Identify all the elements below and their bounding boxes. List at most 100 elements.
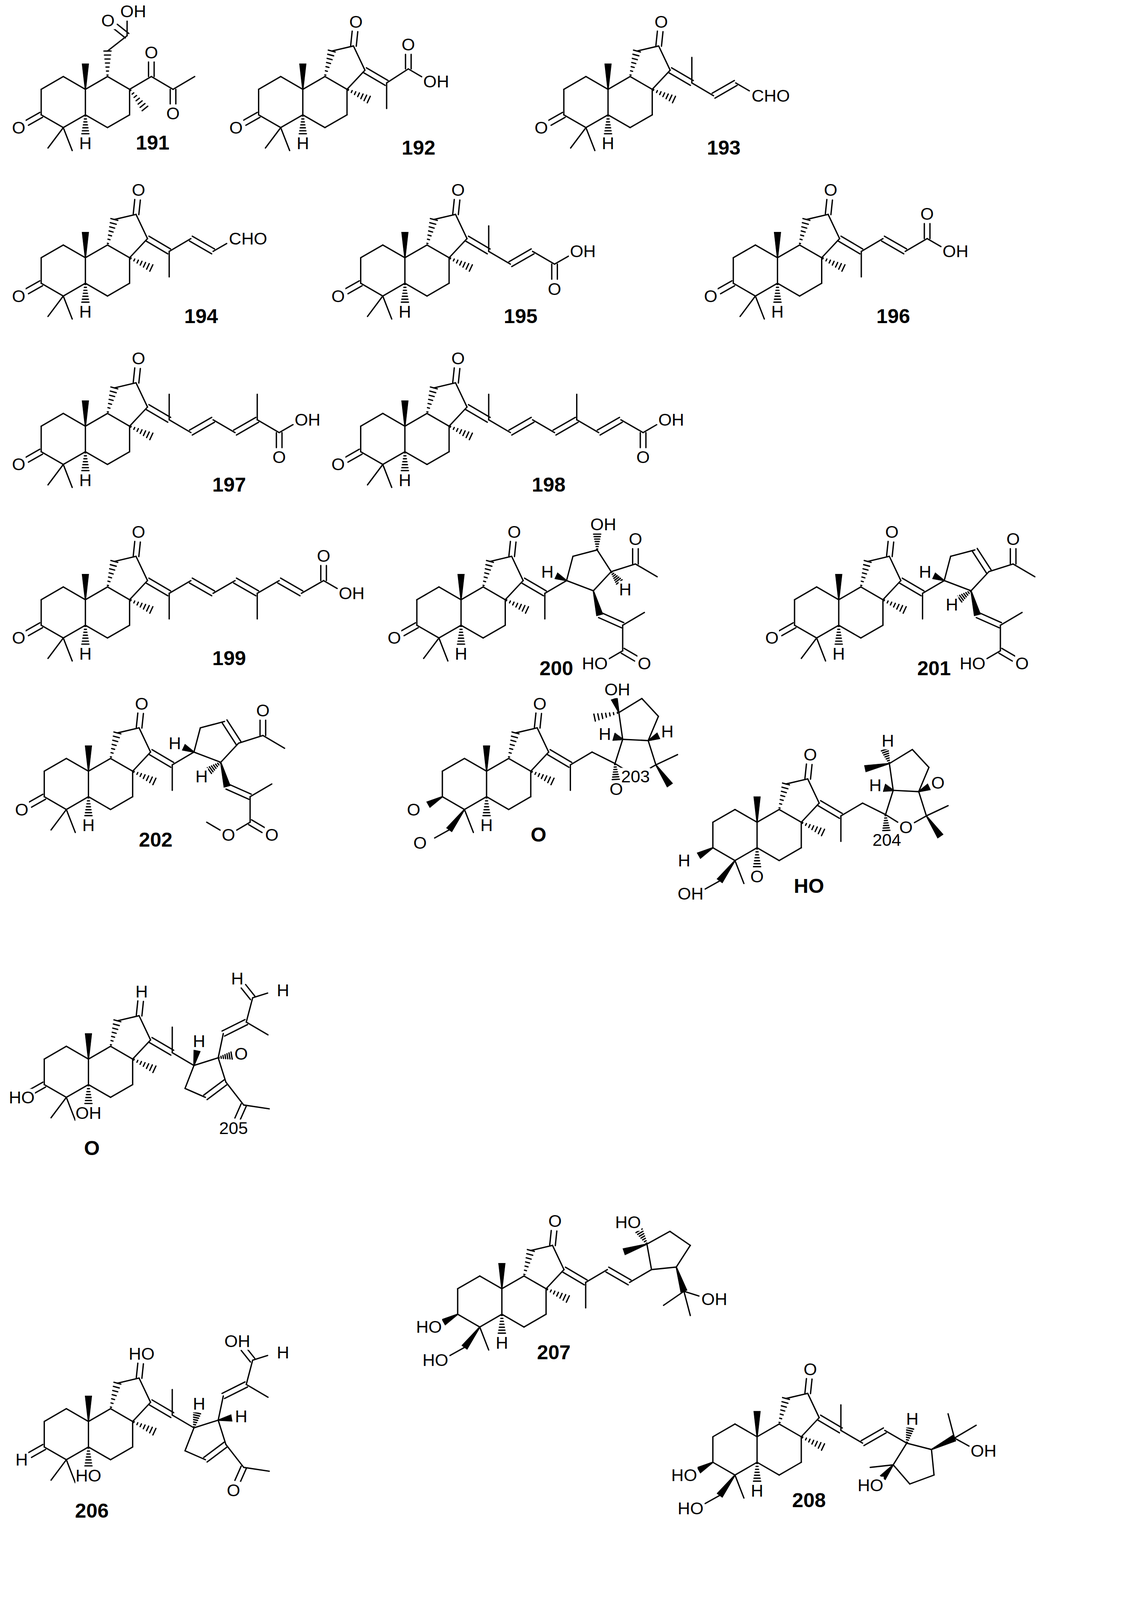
chemical-bond xyxy=(189,578,215,596)
atom-label-holder: O xyxy=(413,834,428,852)
atom-label-holder: O xyxy=(547,1212,563,1230)
chemical-bond xyxy=(277,578,303,596)
atom-label: H xyxy=(398,471,412,490)
atom-label-holder: O xyxy=(316,547,331,565)
chemical-bond xyxy=(363,67,388,86)
chemical-bond xyxy=(243,1467,270,1472)
chemical-bond xyxy=(87,1421,90,1448)
chemical-bond xyxy=(840,1405,842,1431)
chemical-bond xyxy=(570,127,586,149)
chemical-bond xyxy=(114,382,137,388)
chemical-bond xyxy=(552,417,578,435)
chemical-bond xyxy=(450,257,473,272)
chemical-bond xyxy=(43,1059,45,1085)
chemical-bond xyxy=(630,50,641,76)
chemical-bond xyxy=(193,1050,201,1066)
chemical-bond xyxy=(713,1462,736,1475)
atom-label: O xyxy=(255,701,271,719)
chemical-bond xyxy=(501,1288,503,1315)
chemical-bond xyxy=(41,625,64,638)
chemical-bond xyxy=(794,625,817,638)
chemical-bond xyxy=(110,1447,133,1460)
chemical-bond xyxy=(44,1046,67,1059)
chemical-bond xyxy=(793,599,795,626)
chemical-bond xyxy=(114,214,137,220)
chemical-bond xyxy=(712,1436,714,1463)
chemical-bond xyxy=(81,452,90,471)
chemical-bond xyxy=(213,243,227,252)
chemical-bond xyxy=(734,847,758,861)
compound-number-holder: 197 xyxy=(211,474,247,495)
atom-label: O xyxy=(507,523,522,541)
atom-label-holder: OH xyxy=(700,1290,728,1308)
chemical-bond xyxy=(562,1267,587,1285)
chemical-bond xyxy=(906,1427,914,1443)
chemical-bond xyxy=(426,413,450,427)
chemical-bond xyxy=(755,296,765,320)
chemical-bond xyxy=(757,809,780,823)
atom-label: 204 xyxy=(871,831,902,849)
chemical-bond xyxy=(107,114,130,128)
chemical-bond xyxy=(621,648,638,661)
chemical-bond xyxy=(128,426,131,452)
chemical-bond xyxy=(777,244,800,258)
chemical-bond xyxy=(63,451,86,465)
chemical-bond xyxy=(861,1428,887,1446)
chemical-bond xyxy=(40,89,42,116)
atom-label: O xyxy=(386,629,402,647)
atom-label: H xyxy=(398,303,412,321)
chemical-bond xyxy=(534,713,542,729)
chemical-bond xyxy=(647,1244,652,1270)
chemical-bond xyxy=(218,1414,232,1422)
chemical-bond xyxy=(805,1378,813,1394)
atom-label: O xyxy=(234,1045,249,1063)
atom-label: 203 xyxy=(620,767,651,785)
chemical-bond xyxy=(408,68,422,77)
atom-label: OH xyxy=(589,515,617,534)
chemical-bond xyxy=(508,417,534,435)
chemical-bond xyxy=(256,394,258,420)
chemical-bond xyxy=(840,815,842,842)
chemical-bond xyxy=(107,76,130,90)
chemical-bond xyxy=(860,625,884,638)
chemical-bond xyxy=(544,580,567,594)
chemical-bond xyxy=(382,413,406,427)
atom-label-holder: H xyxy=(831,645,846,663)
chemical-bond xyxy=(501,1276,524,1289)
chemical-bond xyxy=(243,112,261,126)
chemical-bond xyxy=(189,236,215,254)
atom-label: OH xyxy=(603,681,631,699)
atom-label: H xyxy=(192,1394,206,1413)
chemical-bond xyxy=(382,244,406,258)
atom-label: O xyxy=(450,350,466,368)
chemical-bond xyxy=(146,578,171,596)
atom-label-holder: OH xyxy=(294,411,322,429)
chemical-bond xyxy=(464,758,487,772)
chemical-bond xyxy=(999,625,1001,651)
chemical-bond xyxy=(821,257,823,284)
atom-label-holder: O xyxy=(1015,655,1030,673)
chemical-bond xyxy=(835,626,843,645)
chemical-bond xyxy=(950,550,975,557)
chemical-bond xyxy=(139,1378,151,1403)
chemical-bond xyxy=(213,580,235,594)
chemical-bond xyxy=(569,764,572,791)
atom-label-holder: HO xyxy=(857,1476,885,1494)
chemical-bond xyxy=(450,426,473,440)
atom-label: O xyxy=(930,773,945,792)
atom-label-holder: O xyxy=(234,1045,249,1063)
chemical-bond xyxy=(508,758,532,772)
atom-label: H xyxy=(78,471,93,490)
atom-label: H xyxy=(479,816,494,835)
atom-label-holder: O xyxy=(331,455,346,474)
chemical-bond xyxy=(860,560,872,586)
chemical-bond xyxy=(455,382,467,408)
chemical-bond xyxy=(778,783,790,809)
chemical-bond xyxy=(136,1000,144,1016)
chemical-bond xyxy=(265,127,281,149)
compound-number: O xyxy=(530,824,547,845)
chemical-bond xyxy=(136,556,148,581)
chemical-bond xyxy=(87,771,90,797)
chemical-bond xyxy=(802,822,825,836)
